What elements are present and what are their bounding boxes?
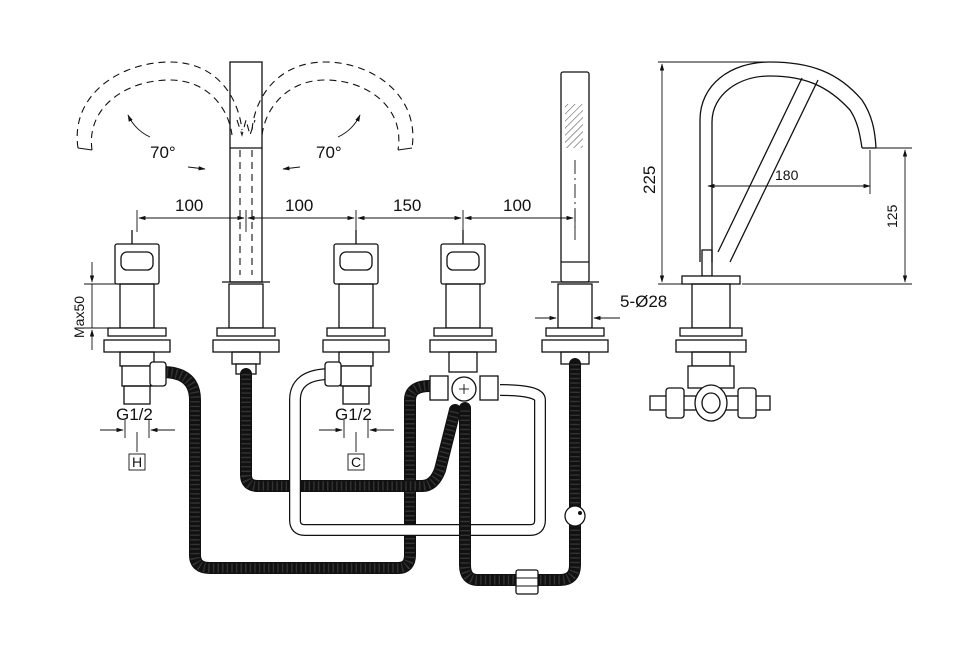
hole-spec-label: 5-Ø28	[620, 292, 667, 311]
height-total-label: 225	[640, 166, 659, 194]
handle-cold	[333, 230, 379, 285]
reach-dimension	[707, 150, 871, 194]
angle-right-label: 70°	[316, 143, 342, 162]
cold-elbow-nut	[324, 361, 342, 387]
height-dimension	[658, 61, 770, 285]
hot-tag: H	[132, 454, 142, 470]
deck-thickness-dimension	[84, 262, 118, 350]
spacing-4-label: 100	[503, 196, 531, 215]
hand-shower	[551, 71, 599, 283]
connection-cold-label: G1/2	[335, 405, 372, 424]
connection-hot-label: G1/2	[116, 405, 153, 424]
handle-diverter	[440, 230, 486, 285]
shank-spout	[212, 283, 280, 375]
hose-weight	[564, 505, 586, 527]
cold-tag: C	[351, 454, 361, 470]
hot-elbow-nut	[149, 361, 167, 387]
shank-hot	[103, 283, 171, 405]
spout-reach-label: 180	[775, 167, 799, 183]
spout-height-dimension	[742, 147, 912, 285]
connection-cold-dimension	[319, 420, 394, 471]
spout-body	[222, 61, 270, 283]
spacing-1-label: 100	[175, 196, 203, 215]
spout-height-label: 125	[884, 204, 900, 228]
diverter-fitting	[429, 375, 499, 402]
shank-diverter	[429, 283, 497, 373]
spacing-dimensions	[136, 210, 576, 232]
handle-hot	[114, 230, 160, 285]
shank-cold	[322, 283, 390, 405]
shank-shower	[541, 283, 609, 365]
angle-left-label: 70°	[150, 143, 176, 162]
side-view	[649, 61, 877, 422]
connection-hot-dimension	[100, 420, 175, 471]
swing-arcs	[76, 61, 414, 171]
hose-union-nut	[515, 569, 539, 595]
deck-thickness-label: Max50	[71, 296, 87, 338]
spacing-3-label: 150	[393, 196, 421, 215]
spacing-2-label: 100	[285, 196, 313, 215]
